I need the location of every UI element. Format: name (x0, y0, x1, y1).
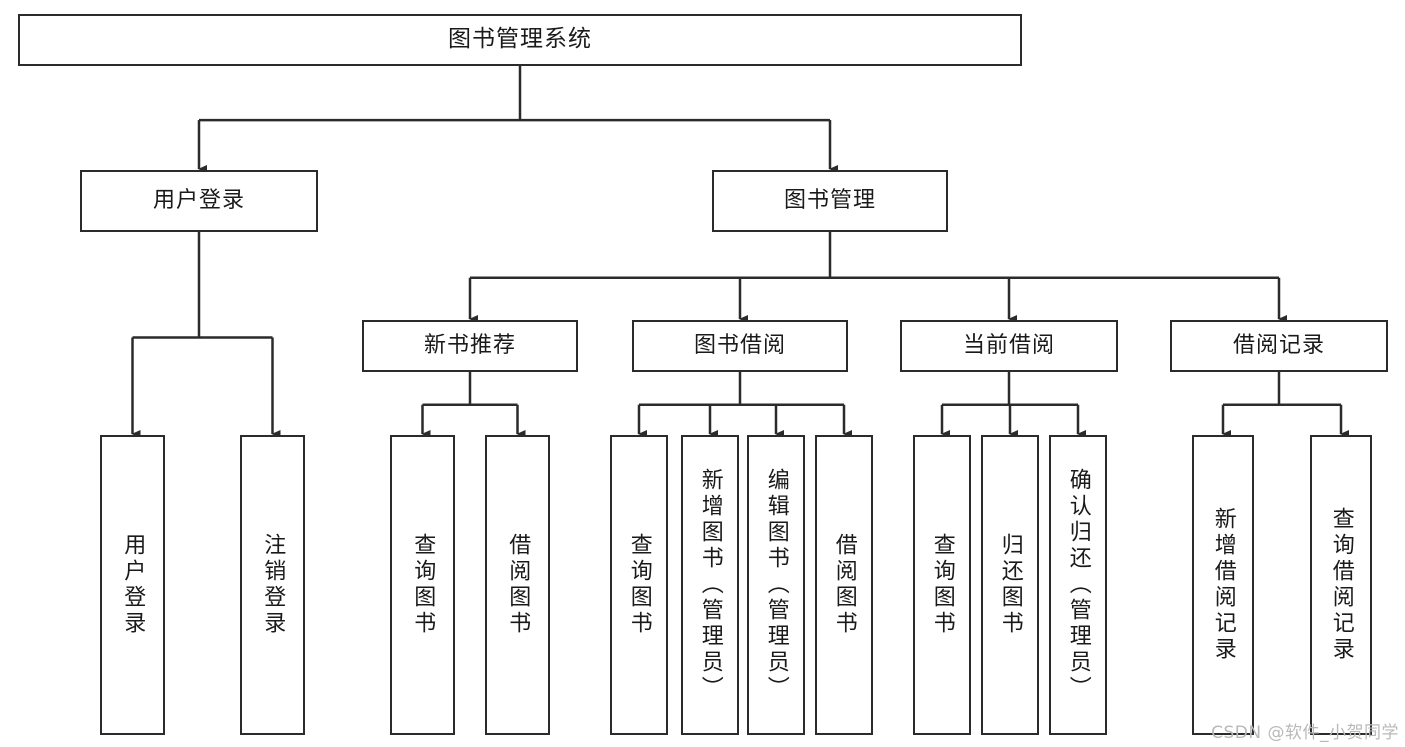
node-label: 确认归还（管理员） (1065, 468, 1091, 702)
node-l-logout[interactable]: 注销登录 (240, 435, 305, 735)
node-c-query[interactable]: 查询图书 (913, 435, 971, 735)
node-l-login[interactable]: 用户登录 (100, 435, 165, 735)
node-login[interactable]: 用户登录 (80, 170, 318, 232)
node-root[interactable]: 图书管理系统 (18, 14, 1022, 66)
node-n-borrow[interactable]: 借阅图书 (485, 435, 550, 735)
node-label: 查询借阅记录 (1328, 507, 1354, 663)
connector-lines (131, 66, 1349, 438)
node-label: 归还图书 (997, 533, 1023, 637)
node-label: 当前借阅 (962, 332, 1055, 358)
node-label: 注销登录 (260, 533, 286, 637)
watermark-text: CSDN @软件_小贺同学 (1211, 723, 1399, 743)
node-n-query[interactable]: 查询图书 (390, 435, 455, 735)
node-r-add[interactable]: 新增借阅记录 (1192, 435, 1254, 735)
node-label: 编辑图书（管理员） (763, 468, 789, 702)
node-label: 新增借阅记录 (1210, 507, 1236, 663)
node-label: 查询图书 (410, 533, 436, 637)
node-bookmgmt[interactable]: 图书管理 (712, 170, 948, 232)
node-current[interactable]: 当前借阅 (900, 320, 1118, 372)
node-label: 新书推荐 (423, 332, 516, 358)
node-label: 用户登录 (120, 533, 146, 637)
node-b-edit[interactable]: 编辑图书（管理员） (747, 435, 805, 735)
node-c-return[interactable]: 归还图书 (981, 435, 1039, 735)
node-label: 借阅图书 (831, 533, 857, 637)
node-borrow[interactable]: 图书借阅 (632, 320, 848, 372)
node-label: 图书借阅 (693, 332, 786, 358)
node-label: 查询图书 (929, 533, 955, 637)
node-label: 图书管理系统 (448, 26, 592, 53)
node-b-add[interactable]: 新增图书（管理员） (681, 435, 739, 735)
node-label: 借阅图书 (505, 533, 531, 637)
node-label: 新增图书（管理员） (697, 468, 723, 702)
node-c-confirm[interactable]: 确认归还（管理员） (1049, 435, 1107, 735)
node-label: 图书管理 (783, 187, 876, 213)
node-newbooks[interactable]: 新书推荐 (362, 320, 578, 372)
node-b-query[interactable]: 查询图书 (610, 435, 668, 735)
node-label: 借阅记录 (1232, 332, 1325, 358)
node-label: 查询图书 (626, 533, 652, 637)
node-b-lend[interactable]: 借阅图书 (815, 435, 873, 735)
node-records[interactable]: 借阅记录 (1170, 320, 1388, 372)
node-label: 用户登录 (152, 187, 245, 213)
node-r-query[interactable]: 查询借阅记录 (1310, 435, 1372, 735)
